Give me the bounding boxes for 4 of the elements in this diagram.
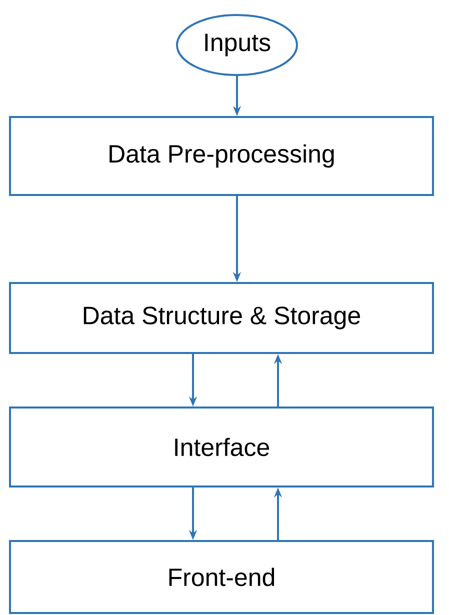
- process-box: Data Pre-processing: [9, 116, 434, 196]
- process-box: Front-end: [9, 540, 434, 614]
- process-box: Interface: [9, 406, 434, 488]
- process-box: Data Structure & Storage: [9, 282, 434, 354]
